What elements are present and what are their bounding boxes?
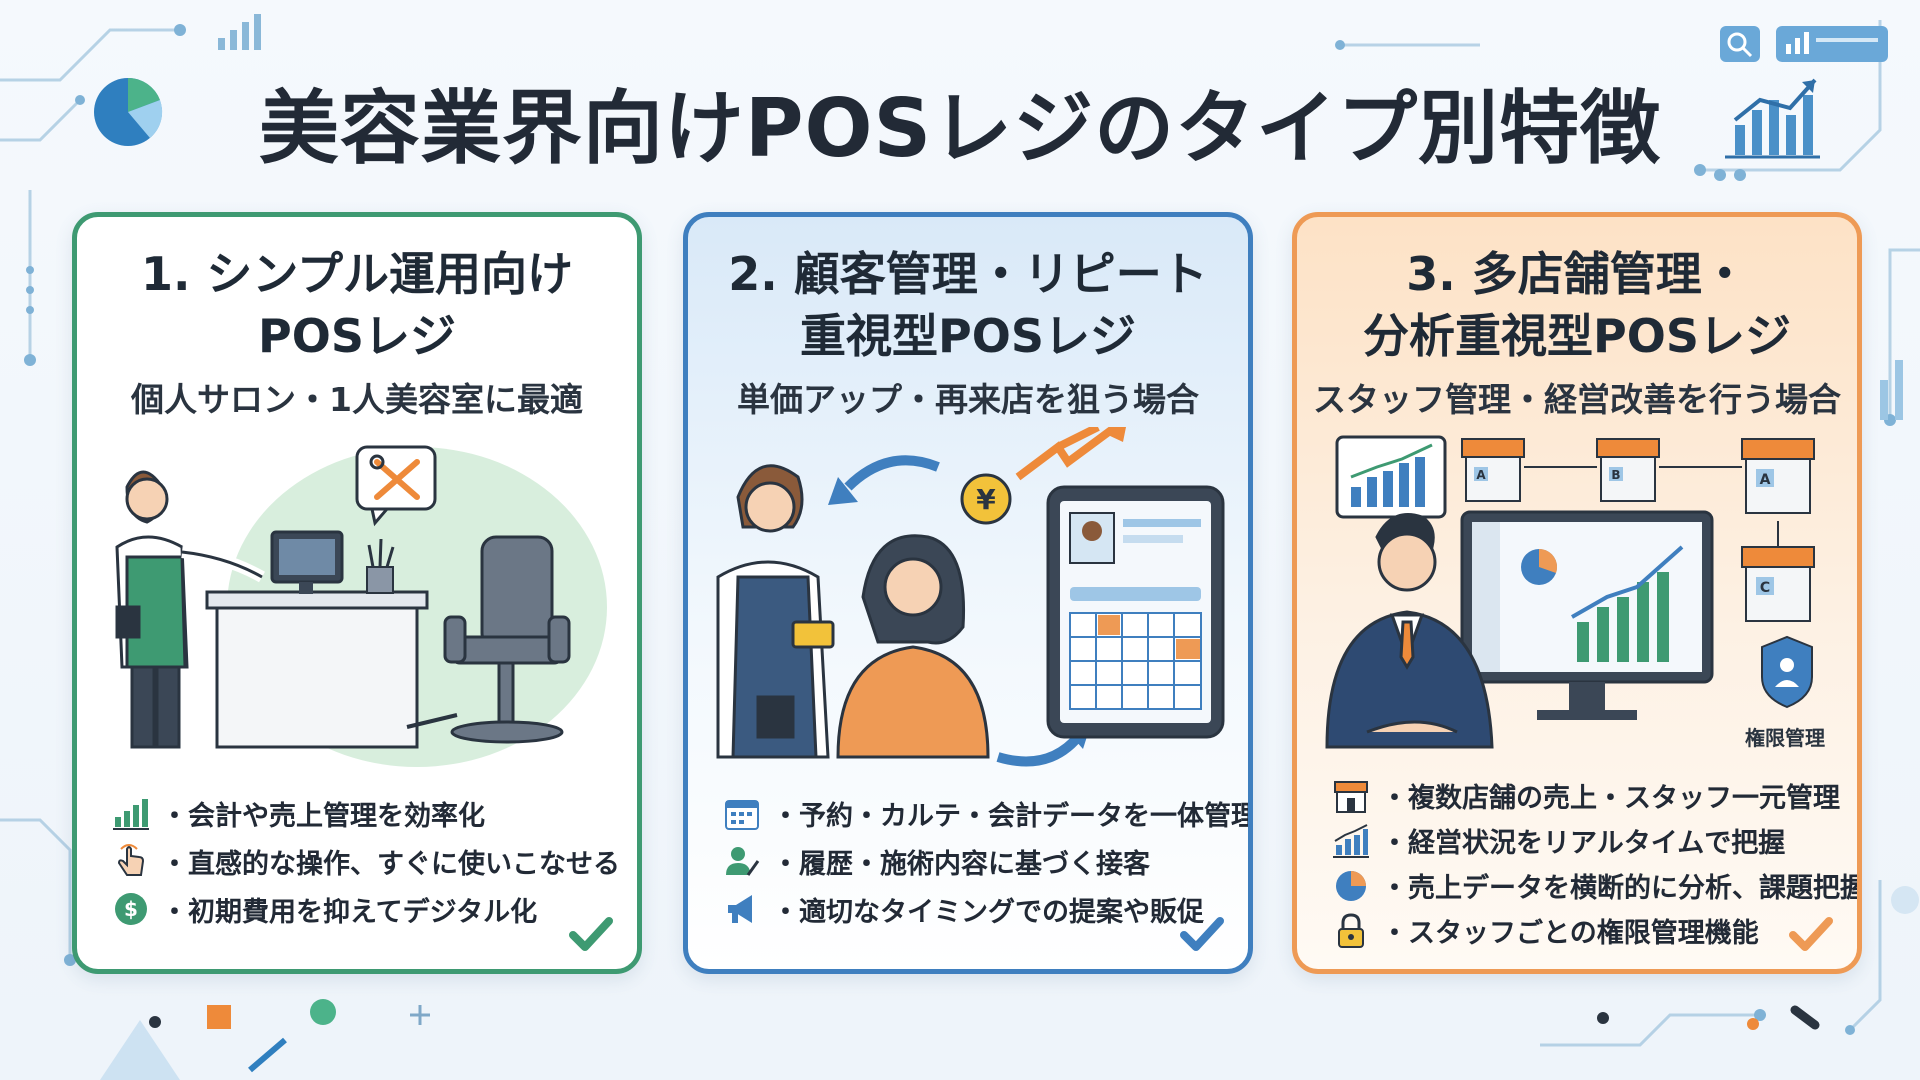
feature-text: ・経営状況をリアルタイムで把握 — [1381, 828, 1786, 859]
card-title-line2: 重視型POSレジ — [800, 309, 1136, 363]
dollar-coin-icon: $ — [115, 893, 147, 925]
salon-counter-illustration — [115, 445, 607, 767]
card-subtitle: スタッフ管理・経営改善を行う場合 — [1313, 380, 1841, 419]
feature-text: ・売上データを横断的に分析、課題把握 — [1381, 873, 1862, 904]
person-pen-icon — [726, 847, 760, 876]
tap-hand-icon — [117, 844, 145, 876]
check-icon — [1789, 917, 1833, 951]
feature-item: ・直感的な操作、すぐに使いこなせる — [111, 837, 620, 885]
main-title: 美容業界向けPOSレジのタイプ別特徴 — [258, 82, 1662, 175]
feature-text: ・複数店舗の売上・スタッフ一元管理 — [1381, 783, 1840, 814]
feature-item: ・予約・カルテ・会計データを一体管理 — [722, 789, 1248, 837]
svg-text:B: B — [1611, 468, 1620, 482]
customer-service-illustration: ¥ — [716, 427, 1225, 767]
feature-text: ・初期費用を抑えてデジタル化 — [161, 896, 538, 928]
card-title-line2: 分析重視型POSレジ — [1363, 309, 1791, 363]
feature-item: $ ・初期費用を抑えてデジタル化 — [111, 885, 617, 933]
multi-store-dashboard-illustration: A B A C — [1325, 435, 1825, 750]
feature-item: ・会計や売上管理を効率化 — [111, 789, 617, 837]
card-title: 1. シンプル運用向け POSレジ — [77, 243, 637, 367]
feature-list: ・会計や売上管理を効率化 ・直感的な操作、すぐに使いこなせる $ ・初期費用を抑… — [111, 789, 620, 933]
feature-text: ・会計や売上管理を効率化 — [161, 800, 485, 832]
store-icon — [1334, 780, 1368, 813]
yen-label: ¥ — [976, 483, 996, 516]
card-customer-management-pos: 2. 顧客管理・リピート 重視型POSレジ 単価アップ・再来店を狙う場合 ¥ — [683, 212, 1253, 974]
card-title-line1: 2. 顧客管理・リピート — [728, 247, 1208, 301]
feature-text: ・履歴・施術内容に基づく接客 — [772, 848, 1150, 880]
feature-list: ・複数店舗の売上・スタッフ一元管理 ・経営状況をリアルタイムで把握 ・売上データ… — [1331, 773, 1857, 953]
card-title: 3. 多店舗管理・ 分析重視型POSレジ — [1297, 243, 1857, 367]
feature-item: ・履歴・施術内容に基づく接客 — [722, 837, 1228, 885]
feature-text: ・適切なタイミングでの提案や販促 — [772, 896, 1204, 928]
card-title-line1: 1. シンプル運用向け — [140, 247, 574, 301]
svg-text:C: C — [1760, 580, 1770, 596]
feature-text: ・直感的な操作、すぐに使いこなせる — [161, 848, 620, 880]
megaphone-icon — [728, 895, 752, 923]
pie-chart-icon — [1336, 870, 1366, 901]
check-icon — [569, 917, 613, 951]
feature-item: ・スタッフごとの権限管理機能 — [1331, 908, 1837, 953]
permission-label: 権限管理 — [1745, 726, 1825, 750]
bar-chart-icon — [113, 799, 149, 830]
feature-item: ・適切なタイミングでの提案や販促 — [722, 885, 1228, 933]
tools-bubble-icon — [355, 445, 437, 527]
feature-text: ・スタッフごとの権限管理機能 — [1381, 918, 1759, 949]
feature-text: ・予約・カルテ・会計データを一体管理 — [772, 800, 1253, 832]
feature-item: ・複数店舗の売上・スタッフ一元管理 — [1331, 773, 1840, 818]
feature-item: ・経営状況をリアルタイムで把握 — [1331, 818, 1837, 863]
card-title: 2. 顧客管理・リピート 重視型POSレジ — [688, 243, 1248, 367]
feature-item: ・売上データを横断的に分析、課題把握 — [1331, 863, 1857, 908]
lock-icon — [1338, 912, 1364, 948]
svg-text:A: A — [1476, 468, 1486, 482]
card-title-line2: POSレジ — [258, 309, 456, 363]
svg-text:A: A — [1760, 472, 1771, 488]
card-subtitle: 個人サロン・1人美容室に最適 — [131, 380, 583, 419]
card-simple-pos: 1. シンプル運用向け POSレジ 個人サロン・1人美容室に最適 — [72, 212, 642, 974]
svg-text:$: $ — [124, 897, 138, 921]
store-icons: A B A C — [1461, 438, 1815, 622]
feature-list: ・予約・カルテ・会計データを一体管理 ・履歴・施術内容に基づく接客 ・適切なタイ… — [722, 789, 1248, 933]
card-title-line1: 3. 多店舗管理・ — [1406, 247, 1748, 301]
card-multi-store-pos: 3. 多店舗管理・ 分析重視型POSレジ スタッフ管理・経営改善を行う場合 A … — [1292, 212, 1862, 974]
card-subtitle: 単価アップ・再来店を狙う場合 — [737, 380, 1199, 419]
trend-chart-icon — [1333, 823, 1369, 858]
check-icon — [1180, 917, 1224, 951]
calendar-icon — [725, 800, 759, 830]
